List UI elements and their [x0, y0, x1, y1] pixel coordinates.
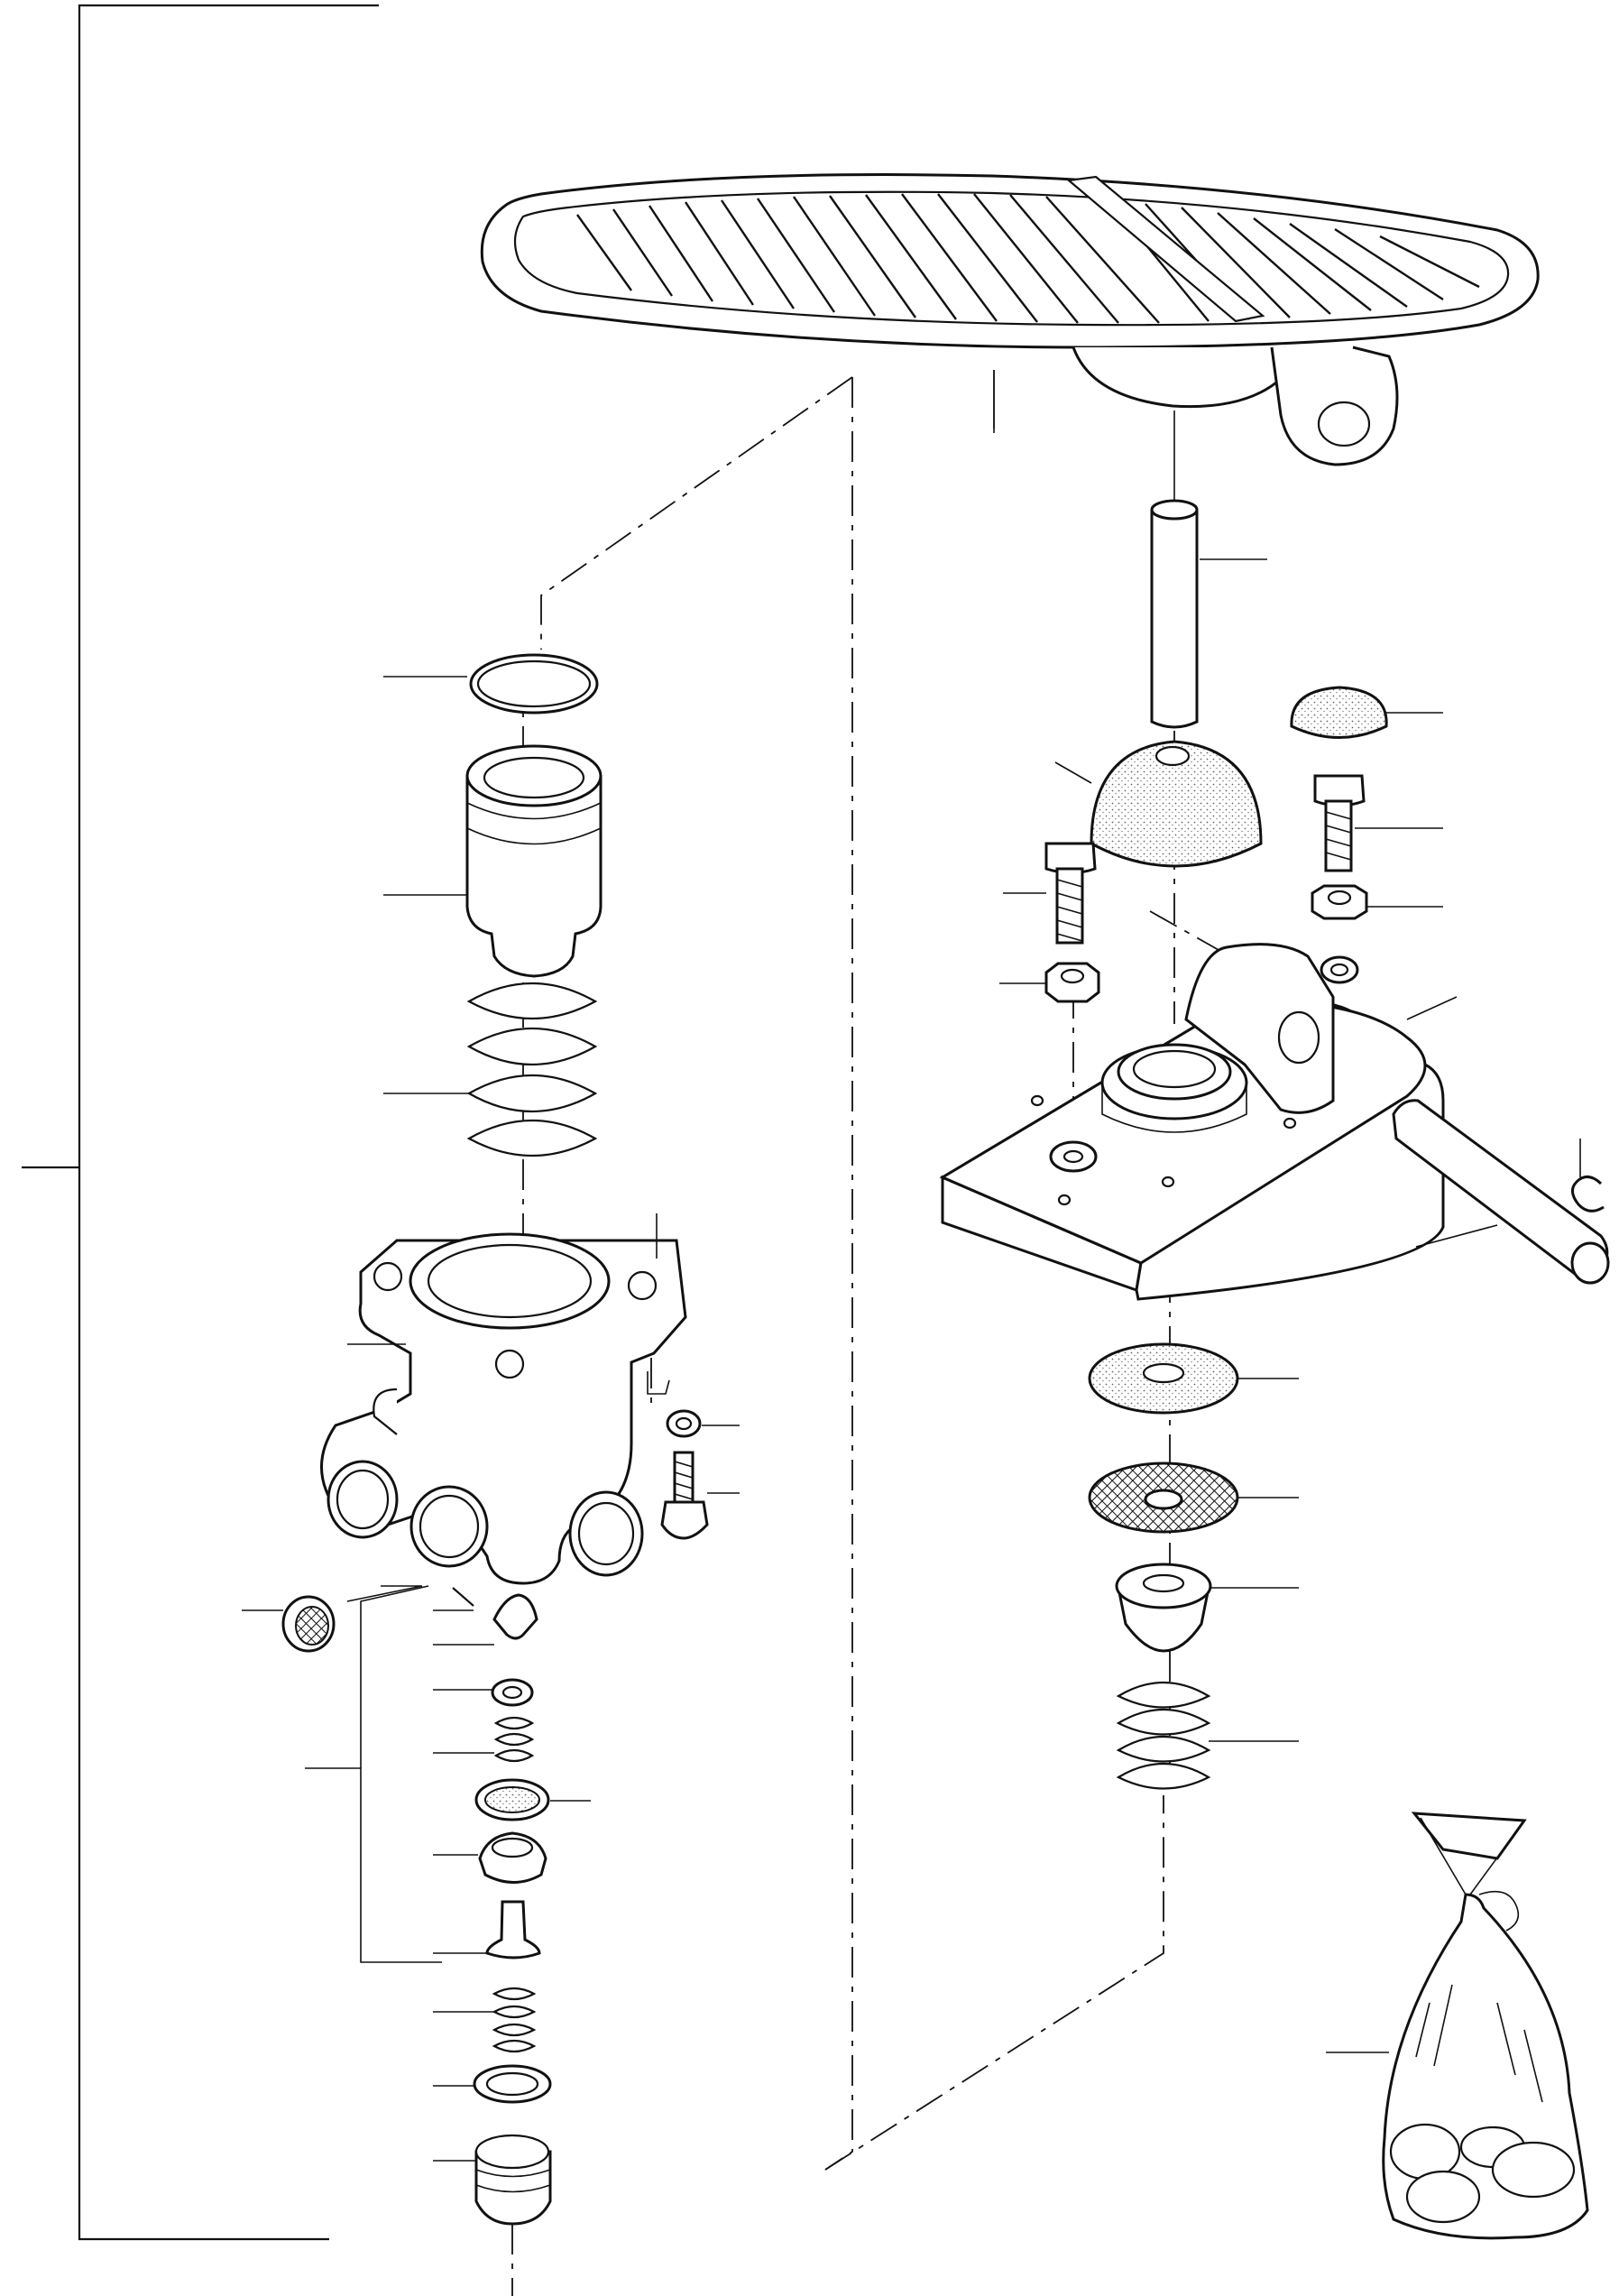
plastic-bag-icon [1382, 1812, 1589, 2240]
spring-seat [1115, 1563, 1212, 1653]
nut-mid [1044, 962, 1100, 1003]
pin-upper [1150, 499, 1199, 729]
bolt-left [660, 1451, 709, 1540]
bolt-mid [1044, 842, 1097, 945]
valve-stack [452, 1587, 552, 2226]
mounting-plate [939, 943, 1445, 1301]
rubber-disc [1088, 1342, 1239, 1415]
rubber-cap [1290, 686, 1388, 739]
pivot-pin [1392, 1099, 1610, 1285]
spring-right [1116, 1682, 1211, 1790]
piston [465, 744, 603, 978]
nut-right [1311, 884, 1368, 920]
lock-washer-left [666, 1409, 702, 1438]
rubber-boot [1090, 740, 1263, 868]
filter-screen [281, 1595, 336, 1653]
valve-body [320, 1232, 687, 1585]
o-ring [469, 653, 599, 715]
pedal-plate [480, 173, 1540, 466]
assembly-bracket [22, 4, 379, 2241]
mesh-disc [1088, 1462, 1239, 1534]
bolt-right [1313, 774, 1366, 872]
callout-leaders [242, 370, 1581, 2162]
e-clip [1571, 1176, 1605, 1213]
spring-large [466, 982, 598, 1157]
